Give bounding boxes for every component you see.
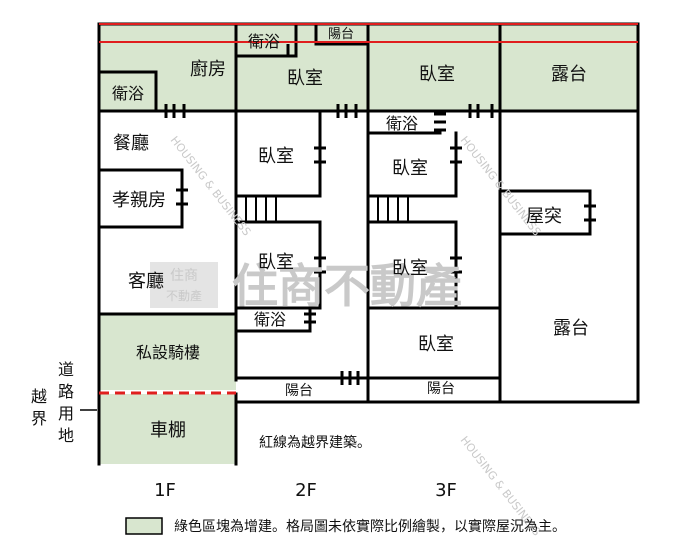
label-1f-carport: 車棚 xyxy=(150,420,186,441)
label-2f-bedroom-b: 臥室 xyxy=(258,252,294,273)
labels-roof: 露台 屋突 露台 xyxy=(526,64,589,339)
legend-swatch xyxy=(125,517,163,535)
label-1f-arcade: 私設騎樓 xyxy=(136,343,200,362)
label-3f-bedroom-b: 臥室 xyxy=(392,258,428,279)
addition-roof-top xyxy=(500,24,638,112)
encroach-char-2: 界 xyxy=(31,409,47,428)
watermark-logo xyxy=(150,262,218,308)
road-char-1: 道 xyxy=(58,360,74,379)
label-3f-balcony-bottom: 陽台 xyxy=(427,381,455,397)
walls xyxy=(97,22,640,466)
addition-areas xyxy=(99,24,638,464)
legend-text: 綠色區塊為增建。格局圖未依實際比例繪製，以實際屋況為主。 xyxy=(174,518,566,535)
red-line-note: 紅線為越界建築。 xyxy=(259,435,371,451)
door-marks xyxy=(164,44,596,385)
watermark-logo-bottom: 不動產 xyxy=(166,288,202,303)
label-roof-terrace-right: 露台 xyxy=(553,318,589,339)
label-3f-bedroom-top: 臥室 xyxy=(419,64,455,85)
label-2f-bath-mid: 衛浴 xyxy=(254,310,286,329)
legend: 綠色區塊為增建。格局圖未依實際比例繪製，以實際屋況為主。 xyxy=(125,517,566,535)
label-1f-living: 客廳 xyxy=(128,271,164,292)
floor-label-3f: 3F xyxy=(435,480,457,501)
label-3f-bath-mid: 衛浴 xyxy=(386,114,418,133)
label-1f-elder-room: 孝親房 xyxy=(112,190,166,211)
road-char-3: 用 xyxy=(58,404,74,423)
label-2f-balcony-top: 陽台 xyxy=(328,27,354,42)
label-3f-bedroom-a: 臥室 xyxy=(392,158,428,179)
label-1f-dining: 餐廳 xyxy=(113,133,149,154)
label-2f-balcony-bottom: 陽台 xyxy=(285,383,313,399)
watermark-english-1: HOUSING & BUSINESS xyxy=(168,134,254,239)
stairs xyxy=(245,197,409,221)
encroach-char-1: 越 xyxy=(31,387,47,406)
label-2f-bedroom-top: 臥室 xyxy=(287,68,323,89)
watermark-logo-top: 住商 xyxy=(170,268,198,284)
encroachment-lines xyxy=(80,23,638,411)
label-3f-bedroom-c: 臥室 xyxy=(418,334,454,355)
floor-label-1f: 1F xyxy=(154,480,176,501)
label-1f-kitchen: 廚房 xyxy=(190,58,226,80)
road-char-2: 路 xyxy=(58,382,74,401)
watermark-chinese: 住商不動產 xyxy=(232,259,462,313)
label-1f-bath: 衛浴 xyxy=(112,84,144,103)
label-roof-terrace-top: 露台 xyxy=(551,64,587,85)
addition-1f-top xyxy=(99,24,236,112)
labels-2f: 衛浴 陽台 臥室 臥室 臥室 衛浴 陽台 xyxy=(248,27,354,399)
addition-arcade xyxy=(99,314,236,390)
label-2f-bedroom-a: 臥室 xyxy=(258,146,294,167)
addition-2f-top xyxy=(236,24,368,112)
labels-3f: 臥室 衛浴 臥室 臥室 臥室 陽台 xyxy=(386,64,455,397)
label-2f-bath-top: 衛浴 xyxy=(248,32,280,51)
labels-1f: 衛浴 廚房 餐廳 孝親房 客廳 私設騎樓 車棚 xyxy=(112,58,226,441)
addition-3f-top xyxy=(368,24,500,112)
label-roof-room: 屋突 xyxy=(526,206,562,227)
floor-label-2f: 2F xyxy=(295,480,317,501)
floor-labels: 1F 2F 3F xyxy=(154,480,457,501)
road-char-4: 地 xyxy=(58,426,74,445)
side-labels: 道 路 用 地 越 界 xyxy=(31,360,74,445)
addition-carport xyxy=(99,394,236,464)
